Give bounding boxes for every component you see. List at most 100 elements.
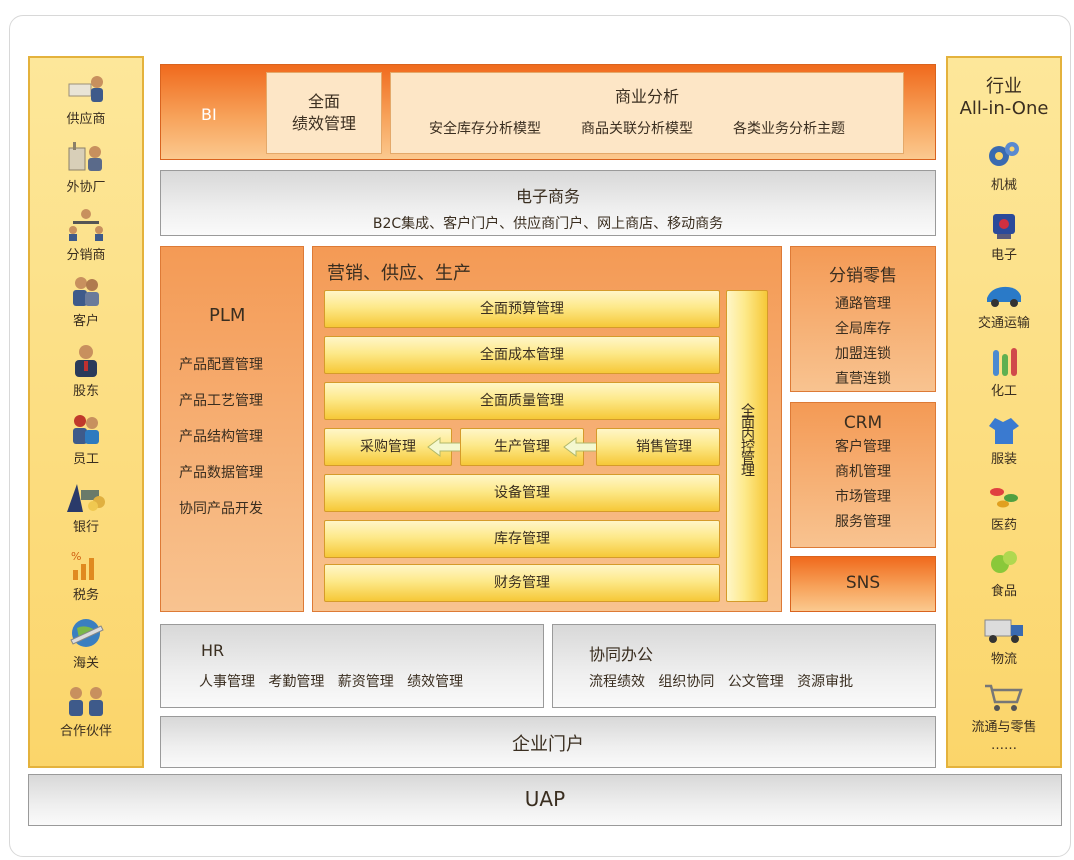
quality-management-bar: 全面质量管理 (324, 382, 720, 420)
stakeholder-customer: 客户 (30, 274, 142, 329)
stakeholder-outsourcing: 外协厂 (30, 140, 142, 195)
enterprise-portal-panel: 企业门户 (160, 716, 936, 768)
core-title: 营销、供应、生产 (327, 263, 471, 284)
equipment-management-bar: 设备管理 (324, 474, 720, 512)
distribution-item: 通路管理 (835, 296, 891, 312)
plm-panel: PLM 产品配置管理 产品工艺管理 产品结构管理 产品数据管理 协同产品开发 (160, 246, 304, 612)
stakeholder-supplier: 供应商 (30, 72, 142, 127)
retail-icon (985, 684, 1023, 711)
industry-column: 行业 All-in-One 机械 电子 交通运输 化工 服装 医药 食品 物流 … (946, 56, 1062, 768)
uap-title: UAP (524, 787, 566, 811)
plm-item: 产品配置管理 (179, 357, 263, 373)
hr-item: 薪资管理 (337, 674, 394, 690)
sns-title: SNS (845, 573, 881, 593)
shareholder-icon (75, 345, 97, 377)
ecommerce-title: 电子商务 (515, 187, 580, 206)
office-item: 资源审批 (797, 674, 854, 690)
office-item: 流程绩效 (589, 674, 645, 690)
stakeholders-column: 供应商 外协厂 分销商 客户 股东 员工 银行 % 税务 海关 合作伙伴 (28, 56, 144, 768)
chemical-icon (993, 348, 1017, 376)
sales-management-box: 销售管理 (596, 428, 720, 466)
crm-panel: CRM 客户管理 商机管理 市场管理 服务管理 (790, 402, 936, 548)
analysis-item: 各类业务分析主题 (733, 121, 845, 137)
sns-panel: SNS (790, 556, 936, 612)
plm-item: 产品结构管理 (179, 429, 263, 445)
distribution-item: 加盟连锁 (835, 346, 891, 362)
crm-item: 客户管理 (835, 439, 891, 455)
distribution-item: 全局库存 (835, 321, 891, 337)
office-panel: 协同办公 流程绩效 组织协同 公文管理 资源审批 (552, 624, 936, 708)
stakeholder-employee: 员工 (30, 412, 142, 467)
performance-management-box: 全面 绩效管理 (266, 72, 382, 154)
transport-icon (987, 286, 1021, 307)
industry-title: 行业 All-in-One (959, 76, 1049, 119)
finance-management-bar: 财务管理 (324, 564, 720, 602)
industry-medicine: 医药 (948, 478, 1060, 533)
internal-control-label: 全面内控管理 (739, 403, 755, 475)
portal-title: 企业门户 (512, 734, 584, 755)
cost-management-bar: 全面成本管理 (324, 336, 720, 374)
plm-title: PLM (209, 305, 246, 326)
plm-item: 协同产品开发 (179, 501, 263, 517)
crm-item: 商机管理 (835, 464, 891, 480)
bank-icon (67, 484, 105, 512)
supplier-icon (68, 76, 103, 102)
plm-item: 产品数据管理 (179, 465, 263, 481)
employee-icon (73, 415, 99, 444)
uap-panel: UAP (28, 774, 1062, 826)
customer-icon (73, 277, 99, 306)
business-analysis-box: 商业分析 安全库存分析模型 商品关联分析模型 各类业务分析主题 (390, 72, 904, 154)
food-icon (991, 551, 1017, 573)
tax-icon: % (71, 550, 94, 580)
hr-panel: HR 人事管理 考勤管理 薪资管理 绩效管理 (160, 624, 544, 708)
industry-more: …… (991, 738, 1017, 753)
industry-food: 食品 (948, 544, 1060, 599)
analysis-item: 商品关联分析模型 (581, 121, 693, 137)
bi-label: BI (201, 105, 217, 124)
ecommerce-panel: 电子商务 B2C集成、客户门户、供应商门户、网上商店、移动商务 (160, 170, 936, 236)
office-item: 组织协同 (658, 674, 715, 690)
partner-icon (69, 687, 103, 716)
hr-title: HR (201, 641, 225, 660)
outsourcing-factory-icon (68, 142, 102, 171)
hr-item: 人事管理 (199, 674, 255, 690)
logistics-icon (984, 619, 1023, 643)
office-item: 公文管理 (727, 674, 784, 690)
business-analysis-title: 商业分析 (614, 87, 679, 106)
distributor-icon (69, 209, 103, 241)
crm-item: 市场管理 (835, 489, 891, 505)
crm-item: 服务管理 (835, 514, 891, 530)
industry-machinery: 机械 (948, 138, 1060, 193)
industry-electronics: 电子 (948, 208, 1060, 263)
plm-list: 产品配置管理 产品工艺管理 产品结构管理 产品数据管理 协同产品开发 (179, 347, 263, 527)
apparel-icon (989, 418, 1019, 444)
stakeholder-partner: 合作伙伴 (30, 684, 142, 739)
industry-chemical: 化工 (948, 344, 1060, 399)
hr-items: 人事管理 考勤管理 薪资管理 绩效管理 (199, 671, 463, 691)
industry-transport: 交通运输 (948, 276, 1060, 331)
distribution-item: 直营连锁 (835, 371, 891, 387)
distribution-title: 分销零售 (829, 266, 897, 286)
stakeholder-customs: 海关 (30, 616, 142, 671)
office-title: 协同办公 (589, 645, 654, 664)
stakeholder-tax: % 税务 (30, 548, 142, 603)
customs-icon (70, 619, 104, 647)
budget-management-bar: 全面预算管理 (324, 290, 720, 328)
analysis-item: 安全库存分析模型 (429, 121, 541, 137)
distribution-panel: 分销零售 通路管理 全局库存 加盟连锁 直营连锁 (790, 246, 936, 392)
industry-retail: 流通与零售 (948, 680, 1060, 735)
crm-title: CRM (843, 413, 883, 433)
stakeholder-shareholder: 股东 (30, 344, 142, 399)
office-items: 流程绩效 组织协同 公文管理 资源审批 (589, 671, 853, 691)
inventory-management-bar: 库存管理 (324, 520, 720, 558)
stakeholder-bank: 银行 (30, 480, 142, 535)
electronics-icon (993, 214, 1015, 239)
stakeholder-distributor: 分销商 (30, 208, 142, 263)
medicine-icon (990, 488, 1018, 508)
plm-item: 产品工艺管理 (179, 393, 263, 409)
svg-text:%: % (71, 550, 81, 563)
ecommerce-subtitle: B2C集成、客户门户、供应商门户、网上商店、移动商务 (372, 216, 724, 232)
hr-item: 绩效管理 (407, 674, 464, 690)
industry-logistics: 物流 (948, 612, 1060, 667)
hr-item: 考勤管理 (268, 674, 325, 690)
